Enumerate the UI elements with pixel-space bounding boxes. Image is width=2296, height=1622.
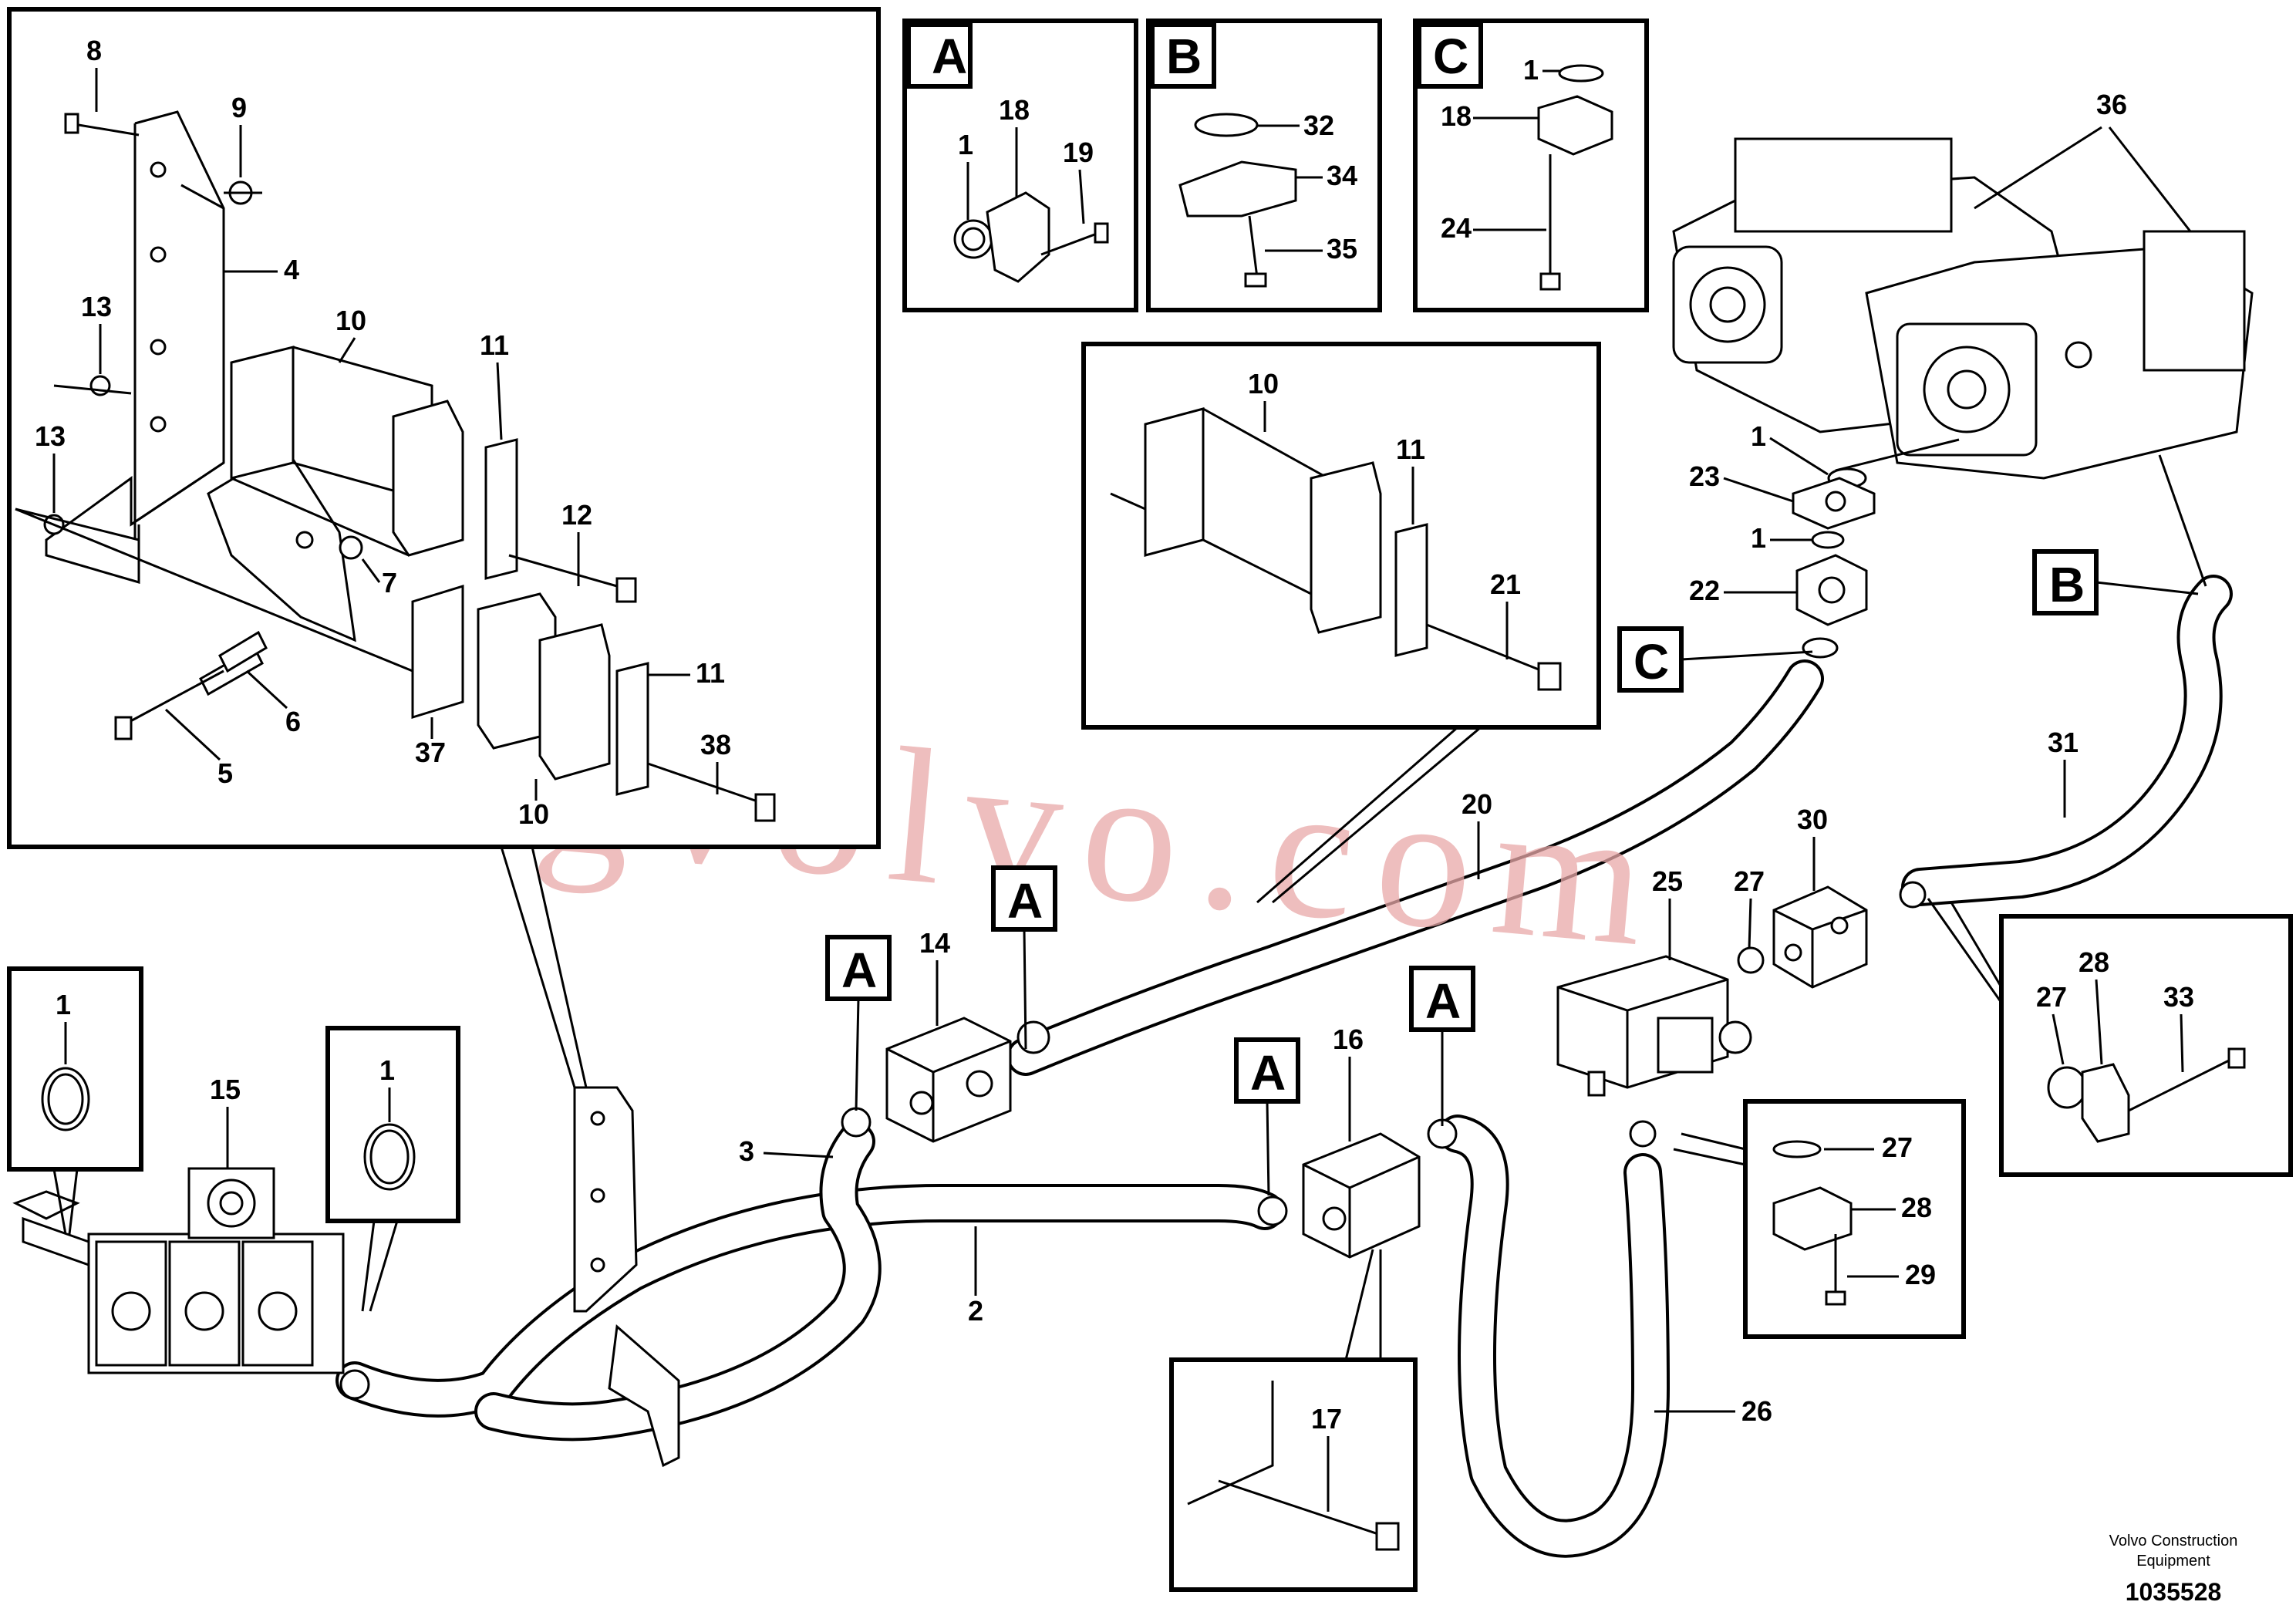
callout-letter-a-4: A xyxy=(1425,973,1461,1029)
label-13-a: 13 xyxy=(81,291,112,322)
label-1-p2: 1 xyxy=(1751,522,1766,554)
label-2: 2 xyxy=(968,1295,983,1327)
detail-bracket-assembly xyxy=(7,7,881,849)
label-34: 34 xyxy=(1327,160,1357,191)
hose-3 xyxy=(474,1122,882,1442)
label-1-p1: 1 xyxy=(1751,420,1766,452)
label-7: 7 xyxy=(382,567,397,599)
callout-letter-a-2: A xyxy=(841,943,877,998)
label-1-left: 1 xyxy=(56,989,71,1020)
label-22: 22 xyxy=(1689,575,1720,606)
callout-letter-b: B xyxy=(2049,557,2085,612)
junction-block-30 xyxy=(1737,881,1927,989)
label-20: 20 xyxy=(1462,788,1492,820)
label-27-c: 27 xyxy=(2036,981,2067,1013)
hose-26 xyxy=(1438,1114,1670,1558)
label-1-mid: 1 xyxy=(379,1054,395,1086)
detail-27-28-33-box xyxy=(1999,914,2293,1177)
label-26: 26 xyxy=(1741,1395,1772,1427)
detail-c-box xyxy=(1413,19,1649,312)
label-19: 19 xyxy=(1063,137,1094,168)
detail-1-mid-box xyxy=(325,1026,460,1223)
callout-a-3 xyxy=(1234,1037,1300,1104)
hose-20 xyxy=(1006,659,1824,1076)
label-12: 12 xyxy=(561,499,592,531)
leader-lines xyxy=(52,126,2207,1361)
hose-2 xyxy=(335,1184,1284,1418)
label-18-a: 18 xyxy=(999,94,1030,126)
detail-letter-c: C xyxy=(1433,29,1468,84)
label-30: 30 xyxy=(1797,804,1828,835)
label-29: 29 xyxy=(1905,1259,1936,1290)
callout-c xyxy=(1617,626,1684,693)
label-9: 9 xyxy=(231,92,247,123)
label-24: 24 xyxy=(1441,212,1472,244)
callout-letter-a-1: A xyxy=(1007,873,1043,929)
label-38: 38 xyxy=(700,729,731,760)
pump-fittings xyxy=(1792,467,1876,659)
hose-31 xyxy=(1901,575,2233,906)
valve-block-25 xyxy=(1556,955,1752,1148)
footer: Volvo Construction Equipment 1035528 xyxy=(2109,1533,2238,1606)
label-4: 4 xyxy=(284,254,299,285)
label-1-a: 1 xyxy=(958,129,973,160)
label-28-c: 28 xyxy=(2079,946,2109,978)
mounting-bracket xyxy=(573,1086,680,1468)
label-31: 31 xyxy=(2048,727,2079,758)
label-8: 8 xyxy=(86,35,102,66)
detail-letter-b: B xyxy=(1166,29,1202,84)
callout-letter-a-3: A xyxy=(1250,1045,1286,1101)
label-28-b: 28 xyxy=(1901,1192,1932,1223)
callout-letter-c: C xyxy=(1633,634,1669,690)
label-3: 3 xyxy=(739,1135,754,1167)
label-37: 37 xyxy=(415,737,446,768)
label-23: 23 xyxy=(1689,460,1720,492)
company-line-1: Volvo Construction xyxy=(2109,1533,2238,1549)
label-25: 25 xyxy=(1652,865,1683,897)
detail-letter-a: A xyxy=(932,29,967,84)
callout-a-2 xyxy=(825,935,892,1001)
label-33: 33 xyxy=(2163,981,2194,1013)
label-14: 14 xyxy=(919,927,950,959)
label-5: 5 xyxy=(217,757,233,789)
company-line-2: Equipment xyxy=(2136,1553,2210,1570)
label-35: 35 xyxy=(1327,233,1357,265)
detail-17-box xyxy=(1169,1357,1418,1592)
label-11-c: 11 xyxy=(1396,433,1425,465)
label-10-b: 10 xyxy=(518,798,549,830)
label-11-a: 11 xyxy=(480,329,509,361)
label-10-a: 10 xyxy=(335,305,366,336)
detail-1-left-box xyxy=(7,966,143,1172)
label-17: 17 xyxy=(1311,1403,1342,1435)
part-number-labels: 8 9 4 10 13 13 11 12 7 6 5 37 11 38 10 1… xyxy=(35,35,2194,1512)
label-21: 21 xyxy=(1490,568,1521,600)
label-1-c: 1 xyxy=(1523,54,1539,86)
detail-clamp-box xyxy=(1081,342,1601,730)
label-36: 36 xyxy=(2096,89,2127,120)
label-18-c: 18 xyxy=(1441,100,1472,132)
label-32: 32 xyxy=(1303,110,1334,141)
label-11-b: 11 xyxy=(696,657,725,689)
label-27-b: 27 xyxy=(1882,1131,1913,1163)
label-27-main: 27 xyxy=(1734,865,1765,897)
detail-b-box xyxy=(1146,19,1382,312)
label-15: 15 xyxy=(210,1074,241,1105)
detail-a-box xyxy=(902,19,1138,312)
label-10-c: 10 xyxy=(1248,368,1279,400)
control-valve xyxy=(12,1167,370,1400)
label-13-b: 13 xyxy=(35,420,66,452)
junction-block-14 xyxy=(841,1017,1050,1143)
detail-27-28-29-box xyxy=(1743,1099,1966,1339)
drawing-number: 1035528 xyxy=(2126,1578,2222,1606)
label-6: 6 xyxy=(285,706,301,737)
junction-block-16 xyxy=(1257,1118,1458,1259)
hydraulic-pump-36 xyxy=(1672,137,2254,480)
label-16: 16 xyxy=(1333,1023,1364,1055)
